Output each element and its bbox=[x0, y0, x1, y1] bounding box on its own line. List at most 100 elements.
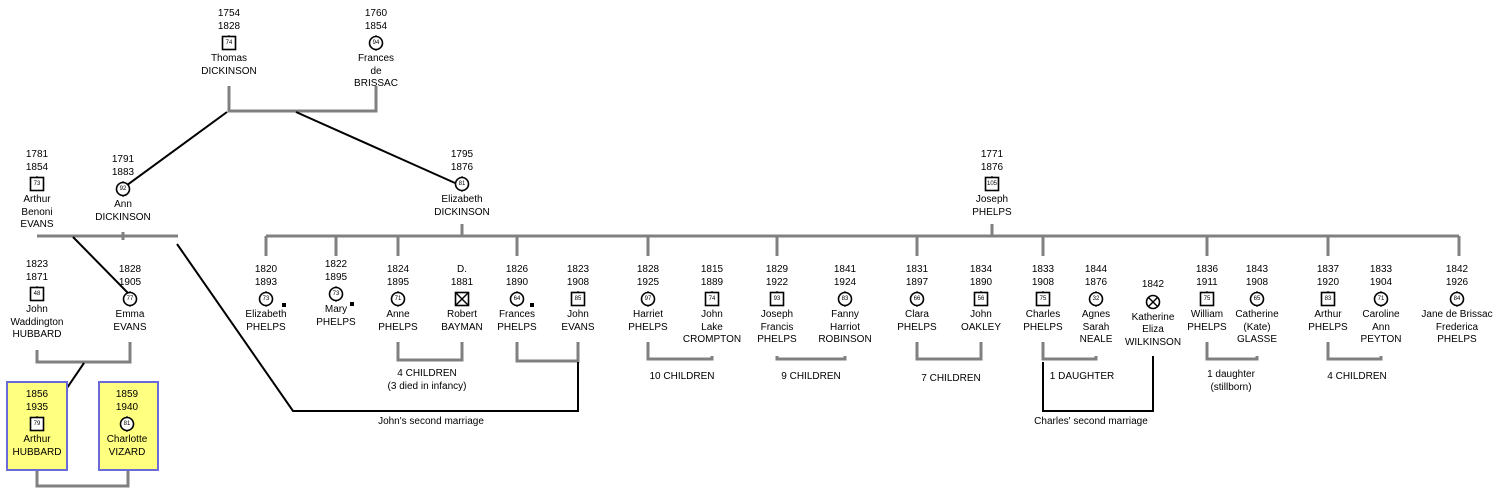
lineage-line-ann bbox=[122, 111, 228, 189]
person-symbol: 73 bbox=[29, 176, 45, 192]
death-year: 1908 bbox=[1245, 276, 1269, 288]
person-symbol: 105 bbox=[984, 176, 1000, 192]
couple-line-arthur-caroline bbox=[1326, 342, 1383, 361]
person-name-line: Fanny bbox=[831, 309, 859, 320]
birth-year: 1771 bbox=[980, 149, 1004, 160]
person-name-line: DICKINSON bbox=[95, 211, 151, 223]
death-year: 1889 bbox=[700, 276, 724, 288]
death-year: 1895 bbox=[324, 271, 348, 283]
marker-dot bbox=[282, 303, 286, 307]
person-name-line: Agnes bbox=[1081, 309, 1111, 320]
male-square-icon bbox=[1035, 291, 1051, 307]
female-circle-icon bbox=[368, 35, 384, 51]
female-circle-icon bbox=[509, 291, 525, 307]
person-symbol: 97 bbox=[640, 291, 656, 307]
person-name-line: OAKLEY bbox=[960, 321, 1002, 333]
person-name-line: Joseph bbox=[760, 309, 794, 320]
person-name-line: (Kate) bbox=[1243, 321, 1271, 333]
person-symbol bbox=[454, 291, 470, 307]
person-name-line: Frances bbox=[357, 53, 395, 64]
person-name-line: Caroline bbox=[1362, 309, 1400, 320]
age-label: 84 bbox=[1453, 296, 1461, 302]
age-label: 83 bbox=[1324, 296, 1332, 302]
birth-year: 1843 bbox=[1245, 264, 1269, 275]
age-label: 73 bbox=[262, 296, 270, 302]
birth-year: 1760 bbox=[364, 8, 388, 19]
female-circle-icon bbox=[258, 291, 274, 307]
death-year: 1883 bbox=[111, 166, 135, 178]
death-year: 1922 bbox=[765, 276, 789, 288]
birth-year: 1836 bbox=[1195, 264, 1219, 275]
person-name-line: PHELPS bbox=[378, 321, 418, 333]
lineage-line-emma bbox=[72, 236, 129, 294]
death-year: 1871 bbox=[25, 271, 49, 283]
age-label: 83 bbox=[841, 296, 849, 302]
person-symbol: 65 bbox=[1249, 291, 1265, 307]
person-symbol: 79 bbox=[29, 416, 45, 432]
couple-line-william-catherine bbox=[1205, 342, 1259, 361]
birth-year: 1826 bbox=[505, 264, 529, 275]
death-year: 1908 bbox=[1031, 276, 1055, 288]
note-charles-daughter: 1 DAUGHTER bbox=[1049, 371, 1115, 382]
male-square-icon bbox=[1199, 291, 1215, 307]
death-year: 1935 bbox=[25, 401, 49, 413]
male-square-icon bbox=[29, 286, 45, 302]
death-year: 1854 bbox=[25, 161, 49, 173]
note-john-second-marriage: John's second marriage bbox=[378, 416, 484, 427]
death-year: 1904 bbox=[1369, 276, 1393, 288]
death-year: 1890 bbox=[505, 276, 529, 288]
death-year: 1876 bbox=[980, 161, 1004, 173]
note-joseph-children: 9 CHILDREN bbox=[781, 371, 841, 382]
person-symbol: 71 bbox=[390, 291, 406, 307]
birth-year: 1820 bbox=[254, 264, 278, 275]
death-year: 1924 bbox=[833, 276, 857, 288]
couple-line-anne-robert bbox=[396, 342, 464, 362]
birth-year: 1823 bbox=[25, 259, 49, 270]
couple-line-frances-john bbox=[515, 342, 580, 363]
death-year: 1881 bbox=[450, 276, 474, 288]
person-name-line: Mary bbox=[324, 304, 348, 315]
person-symbol: 84 bbox=[1449, 291, 1465, 307]
person-name-line: PHELPS bbox=[1437, 334, 1477, 345]
person-name-line: Elizabeth bbox=[441, 194, 483, 205]
female-circle-icon bbox=[122, 291, 138, 307]
marker-dot bbox=[350, 302, 354, 306]
male-square-icon bbox=[29, 416, 45, 432]
person-name-line: Eliza bbox=[1142, 324, 1164, 335]
age-label: 66 bbox=[913, 296, 921, 302]
person-name-line: EVANS bbox=[20, 219, 54, 230]
person-symbol: 66 bbox=[909, 291, 925, 307]
birth-year: 1834 bbox=[969, 264, 993, 275]
person-name-line: PEYTON bbox=[1360, 334, 1402, 345]
